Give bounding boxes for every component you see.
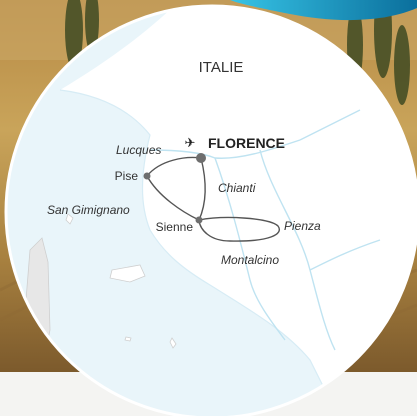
city-dot-florence <box>196 153 206 163</box>
city-dot-pise <box>143 172 151 180</box>
place-label-san-gimignano: San Gimignano <box>47 203 130 217</box>
city-dot-sienne <box>195 216 203 224</box>
start-city-label: ✈ FLORENCE <box>185 135 285 151</box>
place-label-chianti: Chianti <box>218 181 256 195</box>
route-sienne-florence <box>198 157 206 221</box>
place-label-pienza: Pienza <box>284 219 321 233</box>
airplane-icon: ✈ <box>185 136 196 151</box>
route-pise-sienne <box>146 175 200 221</box>
map-circle-outline <box>4 4 417 416</box>
florence-label: FLORENCE <box>208 135 285 151</box>
island-elba <box>109 264 146 283</box>
place-label-lucques: Lucques <box>116 143 161 157</box>
city-label-sienne: Sienne <box>156 220 194 234</box>
island-capraia <box>65 213 74 225</box>
coastline <box>59 89 341 416</box>
route-pienza-loop <box>198 216 280 242</box>
place-label-montalcino: Montalcino <box>221 253 279 267</box>
country-label: ITALIE <box>199 59 244 76</box>
island-giglio <box>169 337 177 349</box>
island-pianosa <box>124 336 132 342</box>
city-label-pise: Pise <box>115 169 139 183</box>
land-area <box>60 6 417 416</box>
teal-arc-banner <box>230 0 417 21</box>
rivers <box>149 109 381 351</box>
